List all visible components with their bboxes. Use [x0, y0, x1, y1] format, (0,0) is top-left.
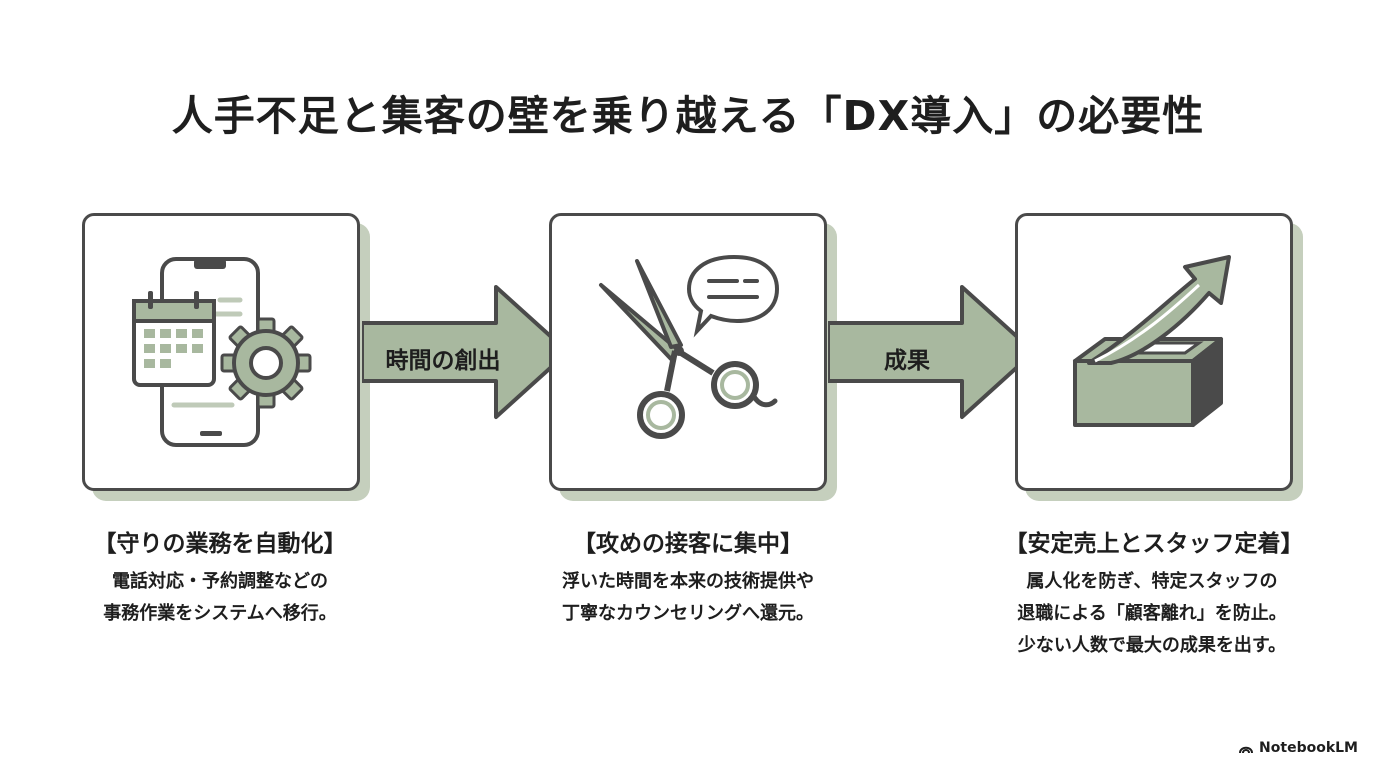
notebooklm-logo-icon [1239, 746, 1254, 754]
step-1-card [82, 213, 370, 501]
arrow-2-label: 成果 [884, 348, 930, 374]
branding-label: NotebookLM [1259, 740, 1358, 756]
smartphone-calendar-gear-icon [132, 257, 312, 447]
rising-arrow-box-icon [1073, 255, 1231, 427]
step-3-heading: 【安定売上とスタッフ定着】 [1004, 531, 1304, 557]
step-2-heading: 【攻めの接客に集中】 [573, 531, 803, 557]
step-3-line-2: 退職による「顧客離れ」を防止。 [1017, 603, 1287, 624]
step-3-card [1015, 213, 1303, 501]
step-1-line-2: 事務作業をシステムへ移行。 [103, 603, 337, 624]
arrow-2 [828, 285, 1036, 419]
step-1-description: 電話対応・予約調整などの 事務作業をシステムへ移行。 [40, 566, 400, 630]
arrow-1 [362, 285, 570, 419]
arrow-1-label: 時間の創出 [385, 348, 501, 374]
step-2-card [549, 213, 837, 501]
step-3-line-3: 少ない人数で最大の成果を出す。 [1017, 635, 1287, 656]
step-3-line-1: 属人化を防ぎ、特定スタッフの [1026, 571, 1278, 592]
step-2-line-2: 丁寧なカウンセリングへ還元。 [562, 603, 814, 624]
branding: NotebookLM [1238, 740, 1358, 756]
step-3-description: 属人化を防ぎ、特定スタッフの 退職による「顧客離れ」を防止。 少ない人数で最大の… [972, 566, 1332, 662]
step-2-line-1: 浮いた時間を本来の技術提供や [562, 571, 814, 592]
page-title: 人手不足と集客の壁を乗り越える「DX導入」の必要性 [171, 92, 1205, 140]
scissors-speech-bubble-icon [599, 254, 780, 439]
step-2-description: 浮いた時間を本来の技術提供や 丁寧なカウンセリングへ還元。 [508, 566, 868, 630]
step-1-line-1: 電話対応・予約調整などの [112, 571, 328, 592]
step-1-heading: 【守りの業務を自動化】 [93, 531, 347, 557]
